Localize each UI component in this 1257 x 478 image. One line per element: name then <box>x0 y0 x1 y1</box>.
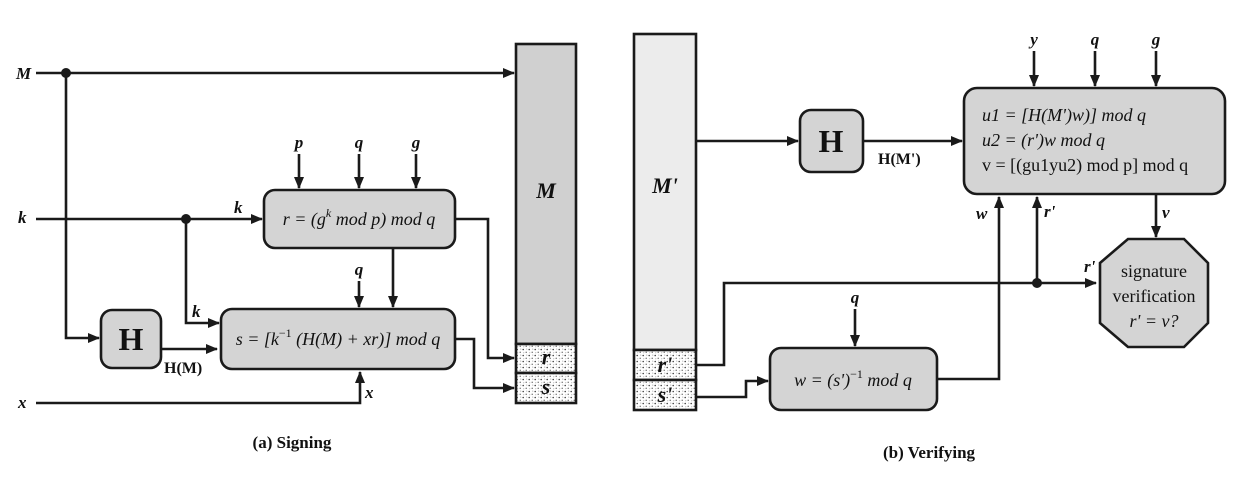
signing-s-block <box>514 371 578 405</box>
wire-k-to-s <box>184 219 220 328</box>
signing-panel: M r s M k k k x x H H(M) p q g r = (gk m… <box>15 42 578 452</box>
verify-hash-output-label: H(M') <box>878 151 921 168</box>
signing-s-label: s <box>541 374 551 399</box>
signing-r-label: r <box>542 344 551 369</box>
junction-rprime <box>1032 278 1042 288</box>
wire-label-w: w <box>976 204 988 223</box>
input-x-label: x <box>17 393 27 412</box>
v-formula: v = [(gu1yu2) mod p] mod q <box>982 155 1188 176</box>
param-q-label: q <box>355 133 364 152</box>
verify-hash-label: H <box>819 123 844 159</box>
wire-sprime-to-w <box>696 376 769 399</box>
u-v-computation-box <box>962 86 1227 196</box>
wire-label-x: x <box>364 383 374 402</box>
verify-r-label: r' <box>658 352 673 377</box>
verify-param-q2-label: q <box>851 288 860 307</box>
verification-line2: verification <box>1113 286 1196 306</box>
r-formula: r = (gk mod p) mod q <box>283 206 435 230</box>
wire-r-to-block <box>455 217 515 363</box>
wire-label-r-up: r' <box>1044 202 1056 221</box>
signature-verification-octagon <box>1098 237 1210 349</box>
verify-message-block <box>632 32 698 352</box>
wire-x-to-s <box>36 371 365 405</box>
wire-M-to-hash <box>64 73 100 343</box>
w-formula: w = (s')−1 mod q <box>794 367 912 391</box>
wire-label-r-in: r' <box>1084 257 1096 276</box>
verification-line3: r' = v? <box>1130 311 1179 331</box>
w-computation-box <box>768 346 939 412</box>
verification-line1: signature <box>1121 261 1187 281</box>
param-p-label: p <box>293 133 304 152</box>
signing-hash-output-label: H(M) <box>164 360 202 377</box>
input-k-label: k <box>18 208 27 227</box>
verifying-panel: M' r' s' H H(M') y q g u1 = [H(M')w)] mo… <box>632 30 1227 462</box>
wire-label-k-r: k <box>234 198 243 217</box>
verify-s-block <box>632 378 698 412</box>
input-M-label: M <box>15 64 32 83</box>
wire-s-to-block <box>455 337 515 393</box>
u2-formula: u2 = (r')w mod q <box>982 130 1105 151</box>
u1-formula: u1 = [H(M')w)] mod q <box>982 105 1146 126</box>
param-y-label: y <box>1028 30 1038 49</box>
signing-hash-label: H <box>119 321 144 357</box>
wire-label-v: v <box>1162 203 1170 222</box>
verify-message-label: M' <box>651 173 678 198</box>
s-formula: s = [k−1 (H(M) + xr)] mod q <box>236 326 441 350</box>
verify-param-g-label: g <box>1151 30 1161 49</box>
wire-rprime-to-verify <box>696 278 1097 367</box>
param-q2-label: q <box>355 260 364 279</box>
param-g-label: g <box>411 133 421 152</box>
signing-caption: (a) Signing <box>253 433 332 452</box>
verify-param-q-label: q <box>1091 30 1100 49</box>
wire-label-k-s: k <box>192 302 201 321</box>
signing-message-block <box>514 42 578 346</box>
signing-message-label: M <box>535 178 557 203</box>
verify-s-label: s' <box>657 382 673 407</box>
wire-w-to-u <box>937 196 1004 381</box>
verifying-caption: (b) Verifying <box>883 443 976 462</box>
signing-hash-box <box>99 308 163 370</box>
